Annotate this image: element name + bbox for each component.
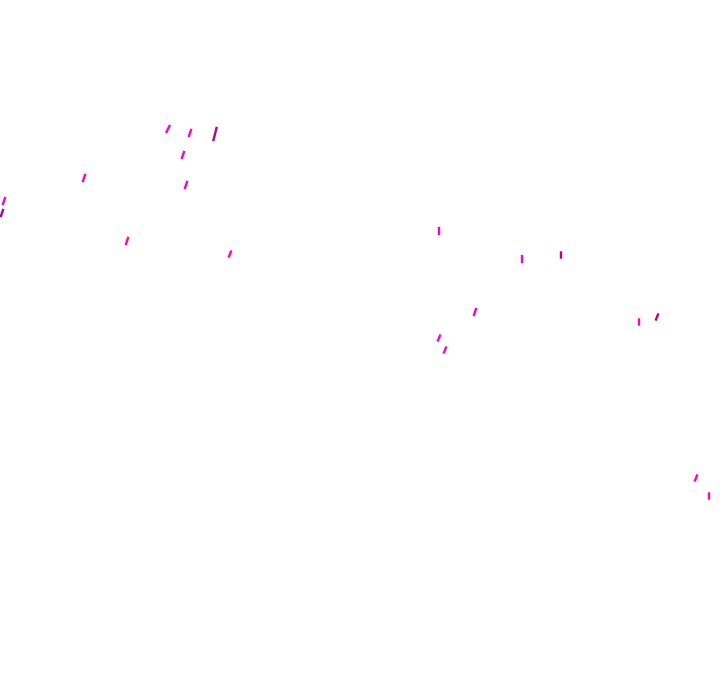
magenta-dash-mark <box>693 473 699 483</box>
magenta-dash-mark <box>1 196 7 206</box>
magenta-dash-mark <box>124 236 130 246</box>
marks-layer <box>0 124 711 500</box>
magenta-dash-mark <box>187 128 193 138</box>
magenta-dash-mark <box>442 345 448 355</box>
magenta-dash-mark <box>212 126 218 142</box>
magenta-dash-mark <box>183 180 189 190</box>
magenta-dash-mark <box>227 249 233 259</box>
magenta-dash-mark <box>654 312 660 322</box>
magenta-dash-mark <box>472 307 478 317</box>
magenta-dash-mark <box>0 208 5 218</box>
magenta-dash-mark <box>81 173 87 183</box>
magenta-dash-mark <box>436 333 442 343</box>
magenta-dash-mark <box>180 150 186 160</box>
magenta-dash-mark <box>164 124 172 134</box>
